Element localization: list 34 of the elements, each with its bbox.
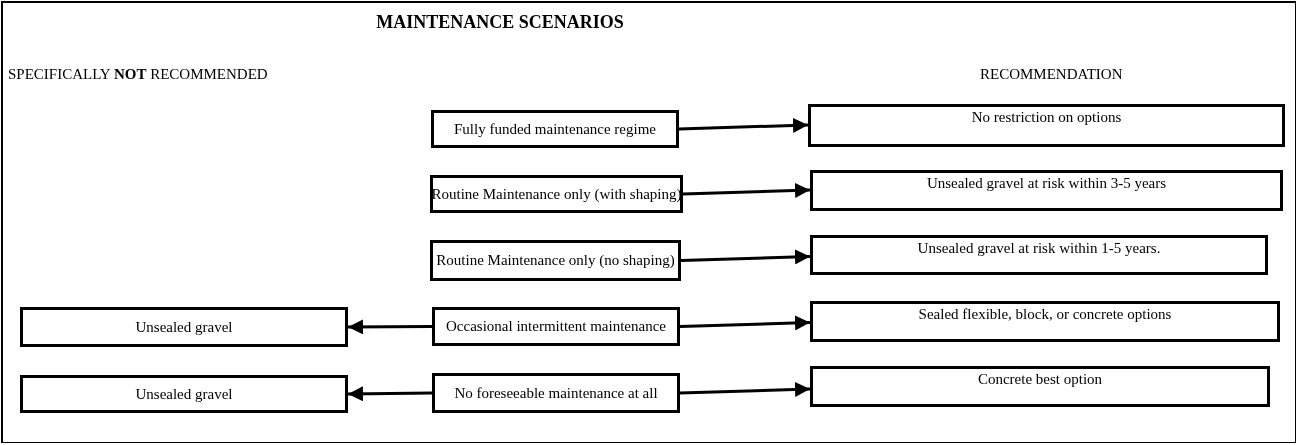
process-box (810, 170, 1283, 211)
process-box (431, 110, 679, 148)
box-text: Unsealed gravel at risk within 1-5 years. (917, 240, 1161, 257)
arrow (682, 183, 811, 198)
arrow (348, 386, 432, 402)
box-text: Fully funded maintenance regime (454, 120, 656, 138)
box-text: Routine Maintenance only (with shaping) (431, 185, 682, 203)
box-text: No restriction on options (971, 109, 1122, 126)
process-box (810, 301, 1280, 342)
box-text: No foreseeable maintenance at all (454, 384, 658, 402)
column-heading: RECOMMENDATION (980, 66, 1123, 83)
diagram-title: MAINTENANCE SCENARIOS (375, 12, 625, 33)
process-box (810, 366, 1270, 407)
box-text: Concrete best option (977, 371, 1103, 388)
arrow (679, 381, 811, 397)
box-text: Occasional intermittent maintenance (446, 318, 666, 335)
arrow (679, 315, 811, 331)
box-text: Routine Maintenance only (no shaping) (436, 252, 675, 269)
arrow (348, 319, 432, 335)
box-text: Sealed flexible, block, or concrete options (918, 306, 1172, 323)
process-box (432, 373, 680, 413)
box-text: Unsealed gravel (135, 385, 233, 403)
process-box (810, 235, 1268, 275)
arrow (680, 249, 811, 265)
arrow (678, 117, 809, 133)
box-text: Unsealed gravel at risk within 3-5 years (926, 175, 1167, 192)
process-box (20, 375, 348, 413)
process-box (432, 307, 680, 346)
process-box (430, 175, 683, 213)
column-heading: SPECIFICALLY NOT RECOMMENDED (8, 66, 268, 83)
process-box (808, 104, 1285, 147)
process-box (20, 307, 348, 347)
box-text: Unsealed gravel (135, 318, 233, 336)
process-box (430, 240, 681, 281)
